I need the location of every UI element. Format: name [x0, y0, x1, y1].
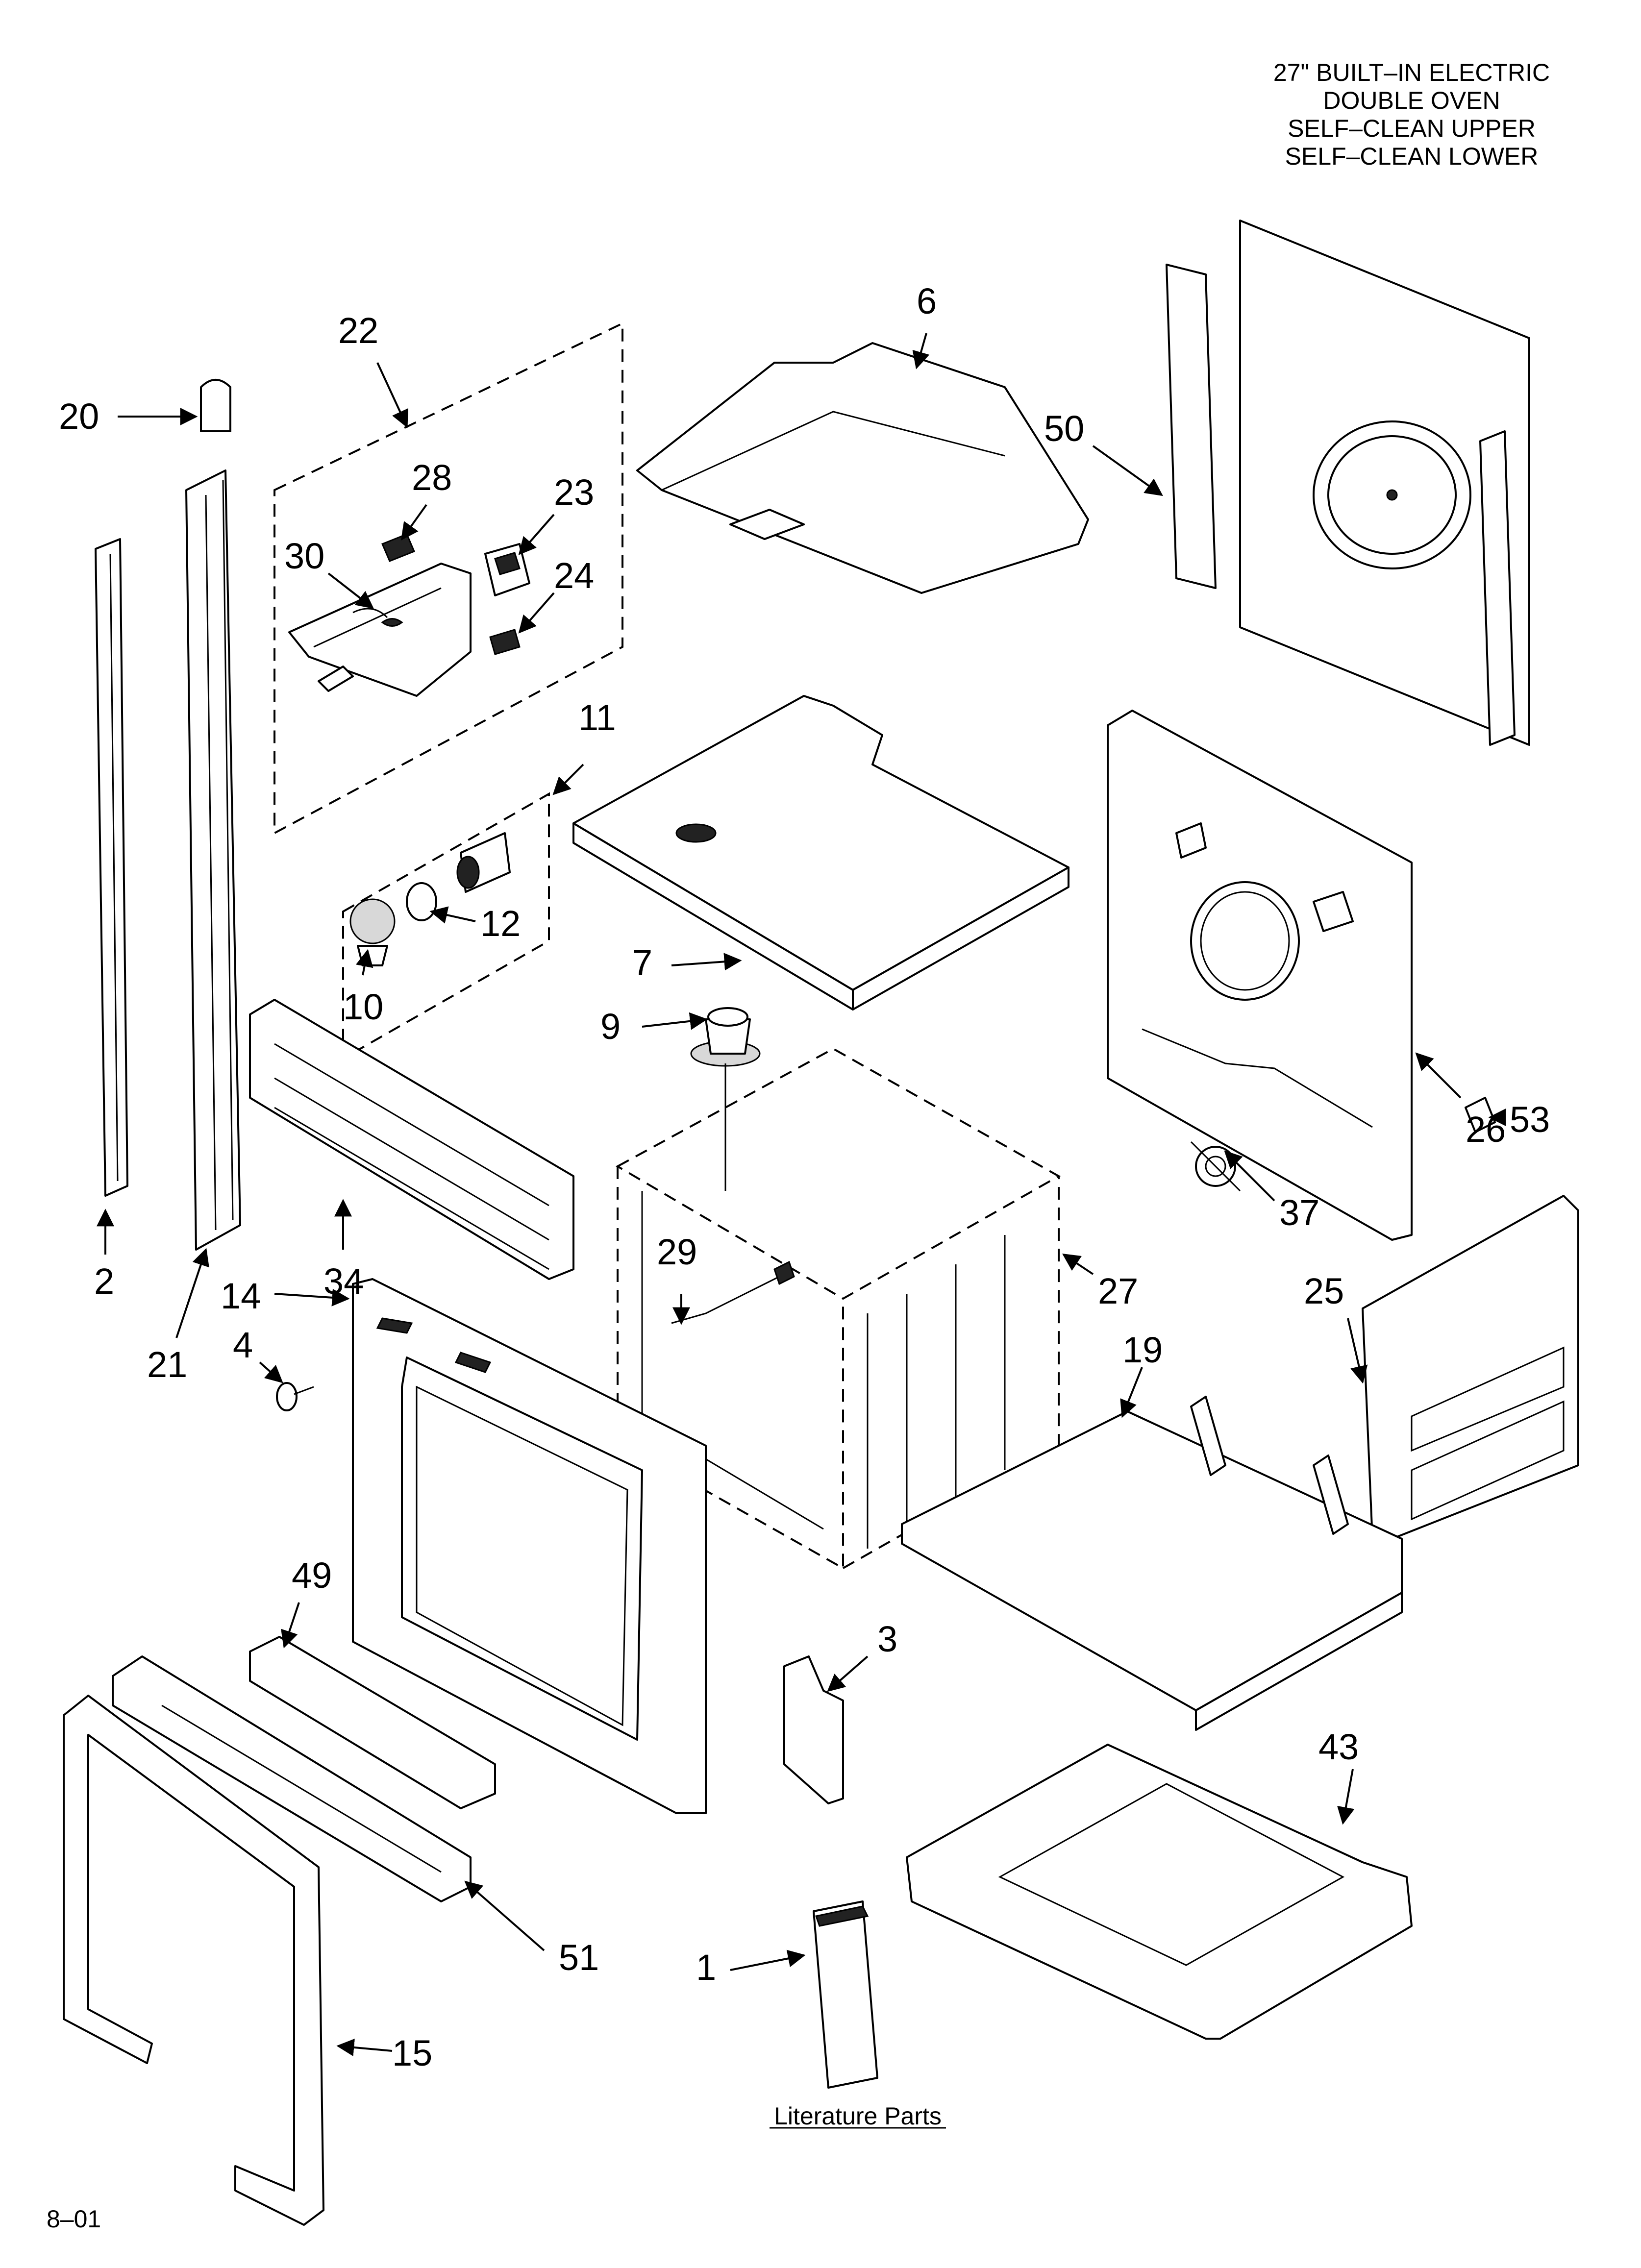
part-25-side-panel	[1362, 1195, 1579, 1540]
footer-code: 8–01	[47, 2205, 101, 2233]
part-15-gasket	[63, 1695, 324, 2226]
callout-7: 7	[632, 942, 652, 983]
callout-29: 29	[657, 1232, 697, 1272]
callout-25: 25	[1304, 1271, 1344, 1311]
part-49-bracket	[249, 1636, 496, 1809]
part-22-control-assembly	[274, 321, 623, 835]
callout-15: 15	[392, 2033, 432, 2073]
callout-20: 20	[59, 396, 99, 437]
part-9-sensor	[690, 1007, 761, 1191]
callout-14: 14	[221, 1276, 261, 1316]
part-1-literature	[813, 1900, 878, 2089]
part-7-inner-top	[572, 695, 1069, 1011]
callout-34: 34	[323, 1261, 364, 1302]
callout-2: 2	[94, 1261, 114, 1302]
part-21-side-channel	[185, 469, 241, 1251]
literature-caption: Literature Parts	[774, 2102, 942, 2130]
callout-37: 37	[1279, 1192, 1319, 1233]
part-3-hinge-bracket	[783, 1655, 844, 1804]
callout-43: 43	[1318, 1726, 1359, 1767]
callout-51: 51	[559, 1937, 599, 1978]
part-26-rear-inner-panel	[1107, 710, 1413, 1241]
callout-22: 22	[338, 310, 378, 351]
callout-12: 12	[480, 903, 521, 944]
callout-28: 28	[412, 457, 452, 498]
part-43-lower-enclosure	[906, 1744, 1413, 2040]
part-50-rear-panel	[1166, 220, 1530, 746]
part-34-vent-grille	[249, 999, 574, 1280]
title-line-4: SELF–CLEAN LOWER	[1285, 143, 1539, 170]
callout-23: 23	[554, 472, 594, 513]
title-line-3: SELF–CLEAN UPPER	[1288, 115, 1536, 142]
callout-24: 24	[554, 555, 594, 596]
callout-numbers: 20 2 21 22 28 23 24 30 11 12 10 34 6 50 …	[59, 281, 1550, 2073]
part-4-screw	[276, 1382, 314, 1411]
part-6-top-panel	[636, 342, 1089, 594]
callout-leaders	[97, 333, 1506, 2056]
title-line-1: 27" BUILT–IN ELECTRIC	[1273, 59, 1550, 86]
part-30-wire	[352, 608, 388, 618]
callout-53: 53	[1510, 1099, 1550, 1140]
callout-27: 27	[1098, 1271, 1138, 1311]
callout-10: 10	[343, 986, 383, 1027]
part-19-bottom-panel	[901, 1396, 1403, 1731]
part-14-front-frame	[352, 1278, 707, 1814]
part-28-switch	[381, 533, 415, 562]
callout-50: 50	[1044, 408, 1084, 449]
callout-1: 1	[696, 1947, 716, 1988]
callout-21: 21	[147, 1344, 187, 1385]
callout-6: 6	[917, 281, 937, 321]
title-line-2: DOUBLE OVEN	[1323, 87, 1500, 114]
callout-49: 49	[292, 1555, 332, 1596]
part-20-cap	[200, 379, 231, 432]
callout-19: 19	[1122, 1330, 1163, 1370]
part-23-relay	[484, 543, 530, 596]
part-24-connector	[489, 629, 521, 655]
callout-30: 30	[284, 536, 324, 576]
callout-11: 11	[578, 697, 616, 738]
callout-3: 3	[877, 1619, 897, 1659]
callout-26: 26	[1466, 1109, 1506, 1150]
callout-9: 9	[600, 1006, 621, 1047]
callout-4: 4	[233, 1325, 253, 1365]
part-2-side-trim	[95, 538, 128, 1197]
